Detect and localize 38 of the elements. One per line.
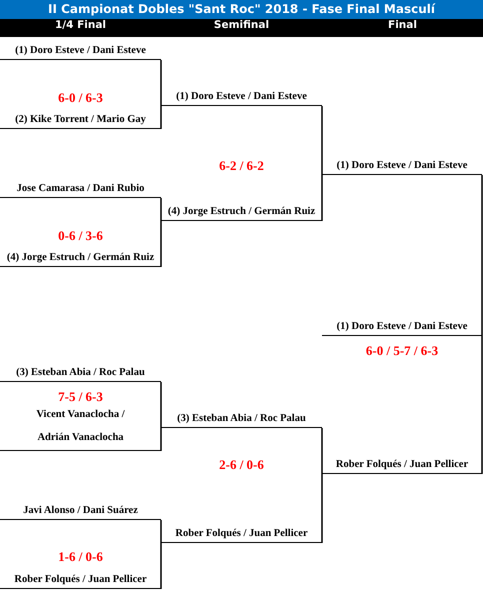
bracket-line — [160, 198, 162, 221]
team-entry: Javi Alonso / Dani Suárez — [0, 502, 161, 520]
match-score: 6-0 / 6-3 — [57, 90, 104, 106]
team-entry: Rober Folqués / Juan Pellicer — [322, 456, 482, 474]
bracket-line — [160, 382, 162, 428]
team-entry: Rober Folqués / Juan Pellicer — [0, 571, 161, 589]
bracket-line — [160, 106, 162, 129]
team-entry: (1) Doro Esteve / Dani Esteve — [0, 42, 161, 60]
bracket-line — [321, 175, 323, 221]
bracket-line — [321, 474, 323, 543]
bracket-line — [481, 175, 483, 336]
match-score: 1-6 / 0-6 — [57, 549, 104, 565]
bracket-line — [321, 106, 323, 175]
bracket-line — [321, 428, 323, 474]
team-entry: (2) Kike Torrent / Mario Gay — [0, 111, 161, 129]
bracket-line — [481, 336, 483, 474]
match-score: 0-6 / 3-6 — [57, 228, 104, 244]
team-entry: Jose Camarasa / Dani Rubio — [0, 180, 161, 198]
team-entry: (3) Esteban Abia / Roc Palau — [161, 410, 322, 428]
column-header: Semifinal — [212, 19, 270, 33]
bracket-line — [160, 428, 162, 451]
bracket-line — [160, 60, 162, 106]
team-entry: (3) Esteban Abia / Roc Palau — [0, 364, 161, 382]
team-entry: (1) Doro Esteve / Dani Esteve — [322, 157, 482, 175]
column-header: 1/4 Final — [54, 19, 108, 33]
bracket-line — [160, 221, 162, 267]
match-score: 6-2 / 6-2 — [218, 158, 265, 174]
match-score: 6-0 / 5-7 / 6-3 — [364, 343, 440, 359]
title: II Campionat Dobles "Sant Roc" 2018 - Fase Final Masculí — [0, 0, 483, 19]
bracket-line — [160, 543, 162, 589]
bracket-line — [160, 520, 162, 543]
match-score: 2-6 / 0-6 — [218, 457, 265, 473]
team-entry: (1) Doro Esteve / Dani Esteve — [322, 318, 482, 336]
team-entry: (4) Jorge Estruch / Germán Ruiz — [0, 249, 161, 267]
team-entry: (4) Jorge Estruch / Germán Ruiz — [161, 203, 322, 221]
column-header: Final — [387, 19, 418, 33]
team-entry: (1) Doro Esteve / Dani Esteve — [161, 88, 322, 106]
team-entry: Rober Folqués / Juan Pellicer — [161, 525, 322, 543]
